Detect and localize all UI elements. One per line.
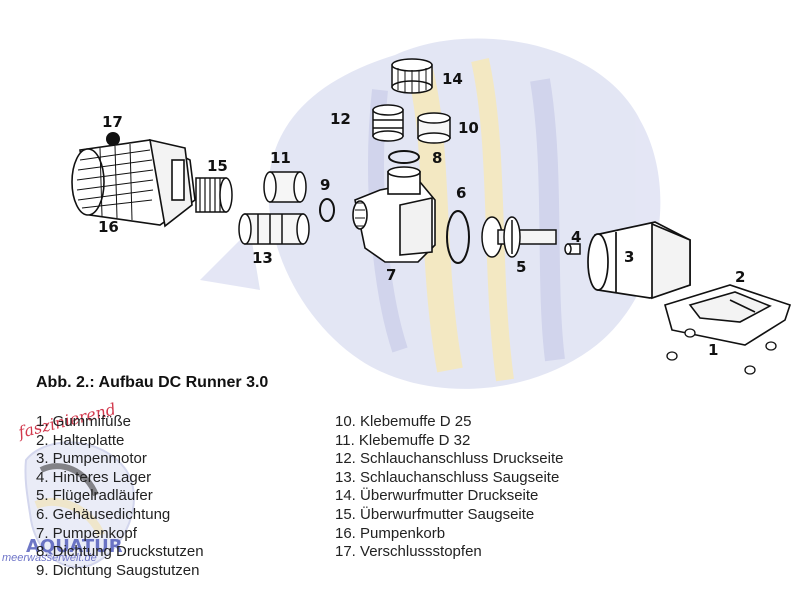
callout-7: 7: [386, 266, 396, 284]
glue-sleeve-d32: [263, 171, 307, 203]
hose-connector-suction: [238, 213, 310, 245]
callout-15: 15: [207, 157, 228, 175]
hose-connector-pressure: [372, 104, 404, 142]
mounting-plate: [664, 284, 792, 346]
union-nut-pressure: [391, 58, 433, 94]
callout-11: 11: [270, 149, 291, 167]
rear-bearing: [564, 243, 581, 255]
callout-13: 13: [252, 249, 273, 267]
callout-10: 10: [458, 119, 479, 137]
callout-16: 16: [98, 218, 119, 236]
legend-item: 7. Pumpenkopf: [36, 524, 137, 542]
housing-seal: [446, 210, 470, 264]
callout-2: 2: [735, 268, 745, 286]
legend-left-column: 1. Gummifüße 2. Halteplatte 3. Pumpenmot…: [36, 413, 204, 580]
figure-caption: Abb. 2.: Aufbau DC Runner 3.0: [36, 374, 269, 391]
brand-logo: faszinierend AQUATUR: [15, 400, 135, 569]
callout-5: 5: [516, 258, 526, 276]
legend-item: 4. Hinteres Lager: [36, 468, 152, 486]
callout-1: 1: [708, 341, 718, 359]
rubber-feet: [666, 328, 777, 375]
sealing-plug: [106, 132, 120, 146]
pump-head: [352, 166, 436, 263]
glue-sleeve-d25: [417, 112, 451, 144]
legend-item: 6. Gehäusedichtung: [36, 505, 171, 523]
callout-3: 3: [624, 248, 634, 266]
legend-item: 10. Klebemuffe D 25: [335, 413, 472, 430]
legend-item: 1. Gummifüße: [36, 413, 132, 430]
legend-item: 2. Halteplatte: [36, 431, 125, 449]
callout-12: 12: [330, 110, 351, 128]
callout-4: 4: [571, 228, 581, 246]
callout-6: 6: [456, 184, 466, 202]
seal-pressure-port: [388, 150, 420, 164]
legend-item: 12. Schlauchanschluss Druckseite: [335, 450, 564, 468]
logo-url-text: meerwasserwelt.de: [2, 552, 97, 564]
pump-motor: [587, 221, 691, 300]
callout-8: 8: [432, 149, 442, 167]
pump-basket: [71, 138, 196, 228]
legend-item: 17. Verschlussstopfen: [335, 543, 482, 561]
legend-item: 16. Pumpenkorb: [335, 524, 446, 542]
legend-item: 14. Überwurfmutter Druckseite: [335, 487, 539, 505]
legend-item: 15. Überwurfmutter Saugseite: [335, 505, 535, 523]
seal-suction-port: [319, 198, 335, 222]
callout-17: 17: [102, 113, 123, 131]
union-nut-suction: [195, 177, 233, 213]
legend-right-column: 10. Klebemuffe D 25 11. Klebemuffe D 32 …: [335, 413, 563, 562]
legend-item: 9. Dichtung Saugstutzen: [36, 561, 200, 579]
legend-item: 8. Dichtung Druckstutzen: [36, 543, 204, 561]
legend-item: 11. Klebemuffe D 32: [335, 431, 471, 449]
legend-item: 5. Flügelradläufer: [36, 487, 153, 505]
legend-item: 3. Pumpenmotor: [36, 450, 147, 468]
legend-item: 13. Schlauchanschluss Saugseite: [335, 468, 560, 486]
logo-brand-text: AQUATUR: [26, 536, 123, 557]
callout-9: 9: [320, 176, 330, 194]
callout-14: 14: [442, 70, 463, 88]
impeller-rotor: [481, 216, 557, 258]
